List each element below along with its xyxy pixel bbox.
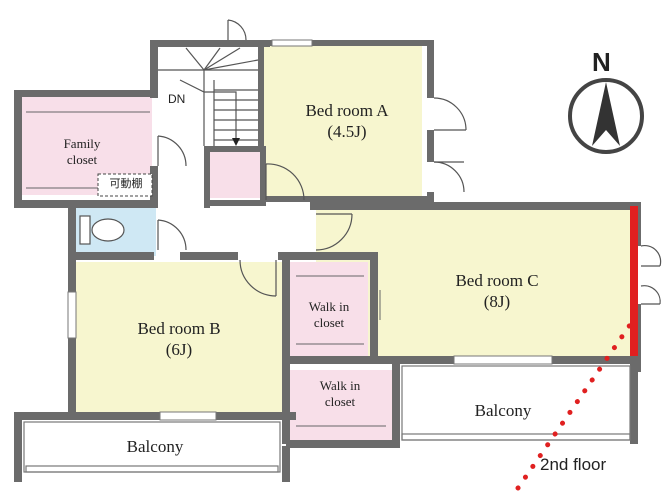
- bed-room-a-size: (4.5J): [327, 122, 367, 142]
- small-closet-area: [210, 150, 262, 198]
- walk-in-closet-2-line2: closet: [324, 394, 356, 410]
- closet-rods: [26, 111, 386, 427]
- walk-in-closet-1-line1: Walk in: [308, 299, 350, 314]
- north-compass-icon: [568, 78, 644, 154]
- family-closet-label: Family closet: [42, 136, 122, 169]
- balcony-right-label: Balcony: [474, 401, 532, 420]
- bed-room-b-label: Bed room B (6J): [104, 318, 254, 361]
- family-closet-line2: closet: [66, 152, 98, 168]
- movable-shelf-box: [97, 173, 153, 197]
- walk-in-closet-2-area: [288, 370, 392, 442]
- walk-in-closet-2-line1: Walk in: [319, 378, 361, 393]
- walk-in-closet-1-line2: closet: [313, 315, 345, 331]
- bed-room-c-label: Bed room C (8J): [422, 270, 572, 313]
- movable-shelf-label: 可動棚: [109, 178, 143, 190]
- family-closet-line1: Family: [63, 136, 101, 151]
- walk-in-closet-2-label: Walk in closet: [300, 378, 380, 411]
- balcony-left-label: Balcony: [126, 437, 184, 456]
- bed-room-b-area: [74, 262, 284, 414]
- stairs-arrow-icon: [232, 138, 240, 146]
- windows: [67, 39, 553, 421]
- balcony-rails: [23, 365, 631, 473]
- walk-in-closet-1-label: Walk in closet: [292, 299, 366, 332]
- dotted-boundary-line: [515, 319, 635, 491]
- walk-in-closet-1-area: [290, 262, 368, 358]
- north-label: N: [592, 47, 611, 77]
- bed-room-a-name: Bed room A: [305, 101, 389, 120]
- bed-room-a-label: Bed room A (4.5J): [272, 100, 422, 143]
- stairs-down-label: DN: [168, 92, 186, 106]
- staircase: [158, 47, 259, 146]
- bed-room-c-area: [316, 208, 636, 360]
- bed-room-b-name: Bed room B: [137, 319, 221, 338]
- floor-label: 2nd floor: [540, 455, 607, 474]
- bed-room-c-name: Bed room C: [455, 271, 539, 290]
- bed-room-b-size: (6J): [165, 340, 193, 360]
- toilet-icon: [79, 215, 125, 245]
- door-swings: [157, 19, 662, 305]
- bed-room-c-size: (8J): [483, 292, 511, 312]
- red-accent-wall: [630, 206, 638, 356]
